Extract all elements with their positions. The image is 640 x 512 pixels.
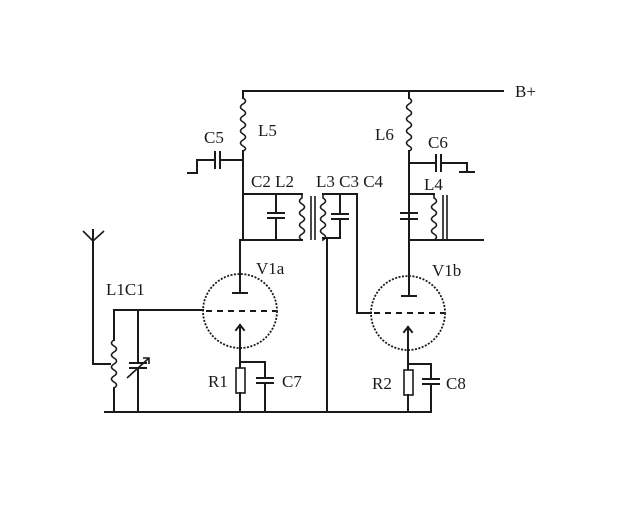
triode-v1b [370,275,446,351]
b-plus-label: B+ [515,82,536,101]
v1b-grid-wire [356,193,372,314]
l1-c1-label: L1C1 [106,280,145,299]
capacitor-c3 [331,193,349,239]
c7-label: C7 [282,372,302,391]
l5-label: L5 [258,121,277,140]
v1a-plate-wire [239,239,303,275]
capacitor-c5 [187,151,244,174]
v1a-label: V1a [256,259,285,278]
inductor-l1 [110,309,118,413]
capacitor-c7 [239,361,274,413]
antenna-icon [82,229,111,365]
c8-label: C8 [446,374,466,393]
c2-l2-label: C2 L2 [251,172,294,191]
capacitor-c8 [407,363,440,413]
inductor-l3 [319,193,358,242]
r2-label: R2 [372,374,392,393]
resistor-r2 [403,349,414,413]
v1b-label: V1b [432,261,461,280]
l6-label: L6 [375,125,394,144]
transformer-core-l2-l3 [310,196,316,240]
variable-capacitor-c1 [126,309,150,413]
c6-label: C6 [428,133,448,152]
l4-label: L4 [424,175,443,194]
inductor-l6 [405,90,413,277]
inductor-l4 [408,193,448,241]
r1-label: R1 [208,372,228,391]
capacitor-c4 [400,212,418,220]
inductor-l2 [298,194,306,241]
c5-label: C5 [204,128,224,147]
capacitor-c6 [408,154,475,173]
resistor-r1 [235,347,246,413]
triode-v1a [202,273,278,349]
inductor-l5 [239,90,247,241]
capacitor-c2 [242,193,303,241]
l3-c3-c4-label: L3 C3 C4 [316,172,384,191]
